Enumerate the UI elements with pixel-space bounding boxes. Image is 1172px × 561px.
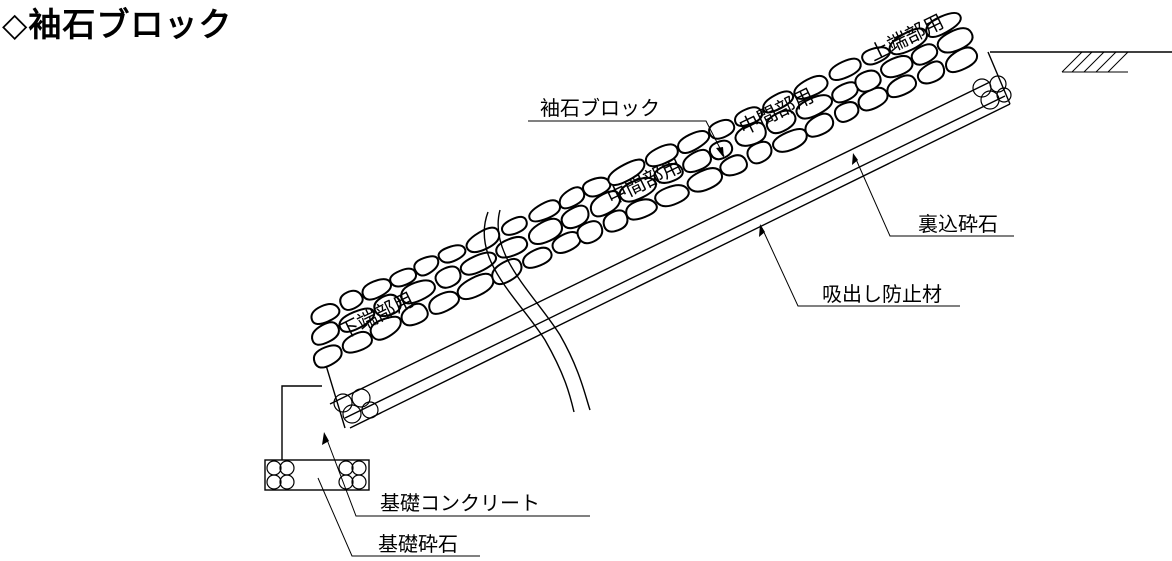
stone-block <box>861 46 891 66</box>
stone-block <box>880 54 914 79</box>
stone-block <box>708 118 736 140</box>
stone-block <box>910 43 939 66</box>
stone-block <box>734 106 763 127</box>
stone-block <box>361 278 392 301</box>
stone-block <box>581 176 612 198</box>
stone-blocks <box>310 11 979 369</box>
stone-block <box>437 244 467 264</box>
backfill-layer <box>321 51 1011 429</box>
stone-block <box>389 267 418 288</box>
stone-block <box>501 215 528 236</box>
stone-block <box>625 198 658 221</box>
stone-block <box>400 302 429 327</box>
stone-block <box>686 167 724 193</box>
label-backfill: 裏込砕石 <box>918 212 998 236</box>
stone-block <box>831 81 859 104</box>
stone-block <box>607 158 646 187</box>
stone-block <box>833 101 860 123</box>
page-title: ◇袖石ブロック <box>2 5 233 44</box>
stone-block <box>719 154 748 177</box>
stone-block <box>495 235 529 259</box>
stone-block <box>771 127 808 153</box>
stone-block <box>459 251 498 276</box>
stone-block <box>854 69 882 93</box>
label-foundation-gravel: 基礎砕石 <box>378 532 458 556</box>
stone-block <box>310 303 341 325</box>
stone-block <box>618 176 657 203</box>
stone-block <box>341 330 373 354</box>
stone-block <box>888 27 928 56</box>
stone-block <box>644 143 679 168</box>
stone-block <box>339 289 364 311</box>
stone-block <box>925 11 962 39</box>
ground-surface <box>990 51 1172 73</box>
stone-block <box>576 220 604 245</box>
stone-block <box>369 315 402 341</box>
stone-block <box>528 199 562 223</box>
stone-block <box>916 60 946 85</box>
label-block: 袖石ブロック <box>540 96 660 120</box>
stone-block <box>527 217 563 246</box>
stone-block <box>522 246 553 269</box>
gravel-bottom <box>333 388 379 424</box>
stone-block <box>560 204 590 230</box>
stone-block <box>886 74 918 99</box>
stone-block <box>413 255 440 277</box>
leader-arrows <box>322 147 858 445</box>
stone-block <box>465 226 501 254</box>
stone-block <box>338 307 376 333</box>
stone-block <box>373 293 402 318</box>
label-anti-suction: 吸出し防止材 <box>822 282 942 306</box>
stone-block <box>602 209 629 233</box>
leader-lines <box>317 120 1014 557</box>
stone-block <box>762 90 795 114</box>
stone-block <box>654 184 690 208</box>
stone-block <box>558 186 586 210</box>
gravel-top <box>972 75 1012 110</box>
stone-block <box>793 74 829 100</box>
stone-block <box>312 344 343 369</box>
stone-block <box>828 57 862 82</box>
stone-block <box>311 321 340 346</box>
stone-block <box>677 130 711 154</box>
stone-block <box>765 109 797 135</box>
stone-block <box>936 27 974 54</box>
stone-block <box>682 148 712 174</box>
stone-block <box>428 290 460 315</box>
stone-block <box>653 162 684 184</box>
foundation <box>264 385 370 491</box>
stone-block <box>434 265 462 289</box>
stone-block <box>400 279 436 305</box>
break-lines <box>483 209 591 413</box>
stone-block <box>795 94 834 120</box>
stone-block <box>456 272 495 301</box>
label-foundation-concrete: 基礎コンクリート <box>380 491 540 515</box>
